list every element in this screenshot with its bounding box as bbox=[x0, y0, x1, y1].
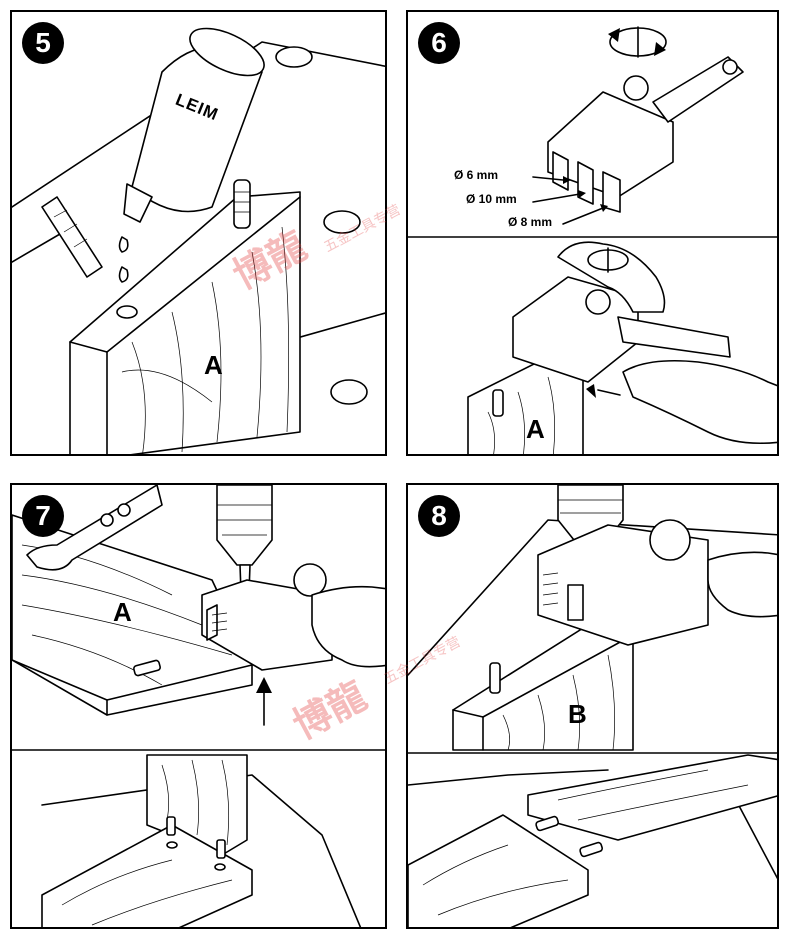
dowel bbox=[492, 389, 504, 417]
dowel bbox=[233, 179, 251, 229]
step-5-panel: 5 LEIM A bbox=[10, 10, 387, 456]
jig-knob bbox=[293, 563, 327, 597]
jig-knob bbox=[585, 289, 611, 315]
step-number-badge: 6 bbox=[418, 22, 460, 64]
board-a bbox=[12, 514, 253, 716]
dowel-hole-marker bbox=[567, 584, 584, 621]
bench-hole bbox=[330, 379, 368, 405]
glue-drop bbox=[118, 266, 129, 283]
board-right bbox=[527, 754, 777, 841]
drill-chuck bbox=[216, 485, 273, 566]
step-6-illustration bbox=[408, 26, 777, 454]
step-6-panel: 6 bbox=[406, 10, 779, 456]
dowel bbox=[166, 816, 176, 836]
step-8-panel: 8 B bbox=[406, 483, 779, 929]
dowel bbox=[133, 659, 161, 677]
hand bbox=[557, 241, 666, 313]
board-label: B bbox=[568, 699, 587, 729]
dowel bbox=[489, 662, 501, 694]
bench-hole bbox=[275, 46, 313, 68]
diameter-label: Ø 8 mm bbox=[508, 215, 553, 229]
hand bbox=[622, 359, 777, 445]
jig-knob bbox=[649, 519, 691, 561]
board-b bbox=[452, 624, 634, 751]
hand bbox=[311, 585, 385, 668]
step-number-badge: 8 bbox=[418, 495, 460, 537]
dowel bbox=[216, 839, 226, 859]
dowel bbox=[41, 196, 103, 278]
bench-hole bbox=[323, 210, 361, 234]
board-label: A bbox=[526, 414, 545, 444]
dowel bbox=[535, 815, 560, 832]
hand bbox=[707, 551, 777, 618]
step-7-panel: 7 A bbox=[10, 483, 387, 929]
jig-handle bbox=[652, 56, 744, 123]
dowel bbox=[579, 841, 604, 858]
step-number-badge: 5 bbox=[22, 22, 64, 64]
dowel-hole bbox=[116, 305, 138, 319]
step-8-illustration bbox=[408, 485, 777, 927]
board-label: A bbox=[204, 350, 223, 380]
board-label: A bbox=[113, 597, 132, 627]
board-left bbox=[408, 814, 589, 927]
step-7-illustration bbox=[12, 485, 385, 927]
diameter-label: Ø 6 mm bbox=[454, 168, 499, 182]
jig-knob bbox=[623, 75, 649, 101]
step-number-badge: 7 bbox=[22, 495, 64, 537]
dowel-jig bbox=[201, 579, 333, 671]
diameter-label: Ø 10 mm bbox=[466, 192, 517, 206]
jig-handle bbox=[617, 316, 731, 358]
step-5-illustration bbox=[12, 27, 385, 454]
glue-drop bbox=[118, 236, 129, 253]
